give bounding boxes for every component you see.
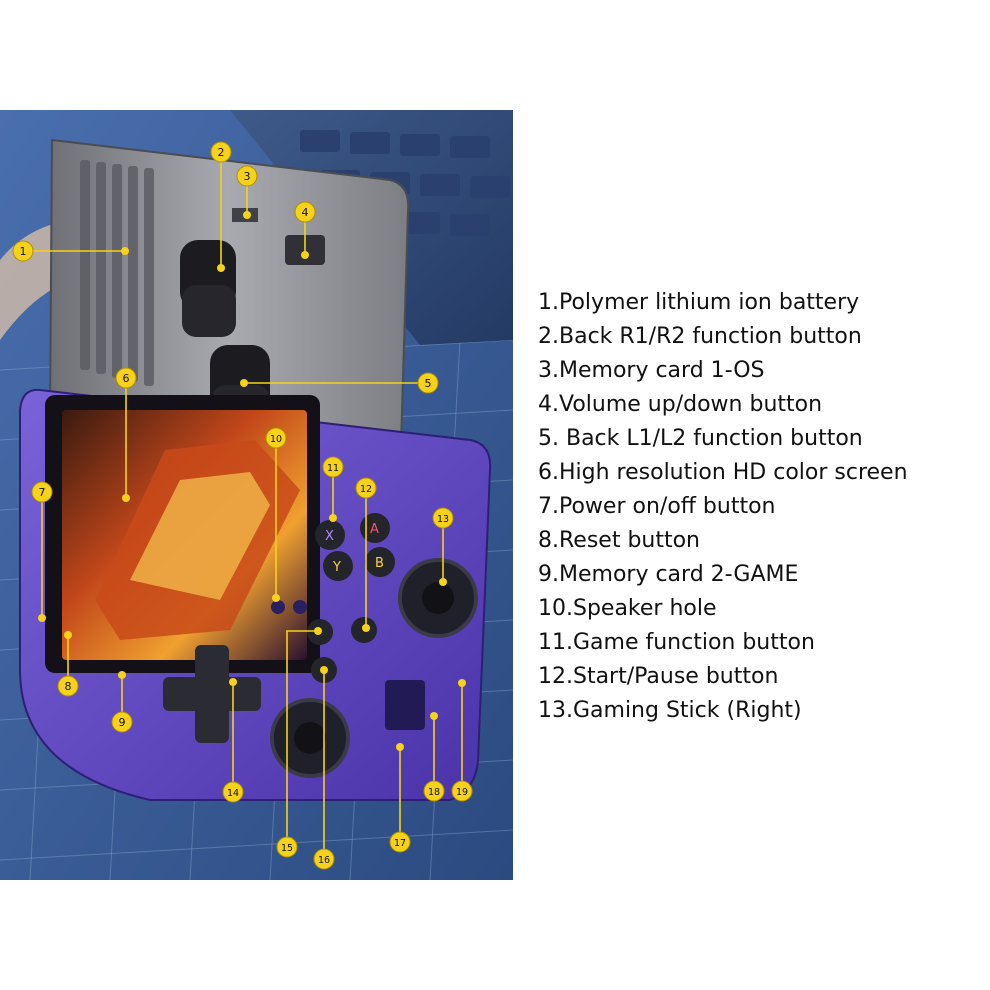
face-button-a	[360, 513, 390, 543]
callout-badge-9	[111, 711, 133, 733]
letter-b: B	[375, 556, 384, 571]
legend-item: 10.Speaker hole	[538, 596, 717, 621]
callout-number-1: 1	[20, 245, 27, 258]
callout-number-7: 7	[39, 486, 46, 499]
product-photo: X A Y B	[0, 110, 513, 880]
letter-a: A	[370, 522, 379, 537]
callout-badge-2	[210, 141, 232, 163]
callout-number-16: 16	[318, 855, 330, 866]
console-front: X A Y B	[19, 388, 492, 801]
dpad	[163, 645, 261, 743]
callout-badge-1	[12, 240, 34, 262]
usb-port-area	[385, 680, 425, 730]
legend-item: 2.Back R1/R2 function button	[538, 324, 862, 349]
callout-number-19: 19	[456, 787, 468, 798]
callout-badge-17	[389, 831, 411, 853]
callout-number-8: 8	[65, 680, 72, 693]
callout-lines	[33, 162, 463, 849]
callout-number-10: 10	[270, 434, 282, 445]
callout-number-11: 11	[327, 463, 339, 474]
legend-item: 13.Gaming Stick (Right)	[538, 698, 802, 723]
callout-badge-13	[432, 507, 454, 529]
callout-badge-10	[265, 427, 287, 449]
callout-number-9: 9	[119, 716, 126, 729]
callout-badge-15	[276, 836, 298, 858]
callout-number-3: 3	[244, 170, 251, 183]
callout-dots	[38, 211, 466, 751]
callout-number-6: 6	[123, 372, 130, 385]
callout-number-5: 5	[425, 377, 432, 390]
callout-number-13: 13	[437, 514, 449, 525]
callout-number-17: 17	[394, 838, 406, 849]
callout-number-12: 12	[360, 484, 372, 495]
callout-badge-4	[294, 201, 316, 223]
legend-item: 5. Back L1/L2 function button	[538, 426, 863, 451]
legend-item: 4.Volume up/down button	[538, 392, 823, 417]
callout-badge-5	[417, 372, 439, 394]
callout-number-4: 4	[302, 206, 309, 219]
speaker-hole	[271, 600, 285, 614]
face-button-x	[315, 520, 345, 550]
legend-item: 1.Polymer lithium ion battery	[538, 290, 860, 315]
legend-item: 7.Power on/off button	[538, 494, 776, 519]
letter-y: Y	[332, 560, 341, 575]
callout-badge-14	[222, 781, 244, 803]
callout-badge-19	[451, 780, 473, 802]
callout-badge-8	[57, 675, 79, 697]
callout-number-14: 14	[227, 788, 239, 799]
legend-item: 11.Game function button	[538, 630, 815, 655]
callout-badge-6	[115, 367, 137, 389]
callout-badge-11	[322, 456, 344, 478]
callout-badge-18	[423, 780, 445, 802]
callout-badge-7	[31, 481, 53, 503]
legend-item: 9.Memory card 2-GAME	[538, 562, 799, 587]
callout-badge-16	[313, 848, 335, 870]
callout-badge-3	[236, 165, 258, 187]
legend-item: 12.Start/Pause button	[538, 664, 779, 689]
callout-number-18: 18	[428, 787, 440, 798]
face-button-y	[323, 551, 353, 581]
legend-item: 6.High resolution HD color screen	[538, 460, 908, 485]
face-button-b	[365, 547, 395, 577]
handheld-console-illustration: X A Y B	[0, 110, 513, 880]
legend-item: 3.Memory card 1-OS	[538, 358, 765, 383]
callout-number-2: 2	[218, 146, 225, 159]
letter-x: X	[325, 529, 334, 544]
legend-item: 8.Reset button	[538, 528, 701, 553]
feature-legend: 1.Polymer lithium ion battery 2.Back R1/…	[538, 286, 988, 728]
callout-number-15: 15	[281, 843, 293, 854]
callout-badge-12	[355, 477, 377, 499]
